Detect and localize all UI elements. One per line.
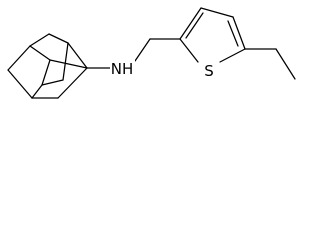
bond bbox=[275, 48, 296, 80]
bond bbox=[49, 59, 88, 69]
adamantyl-group bbox=[7, 33, 88, 99]
sulfur-atom: S bbox=[199, 61, 219, 81]
bond bbox=[57, 67, 88, 99]
bond bbox=[62, 42, 69, 81]
amine-label: NH bbox=[111, 60, 134, 78]
ethyl-group bbox=[244, 48, 296, 80]
bond bbox=[200, 7, 234, 18]
bond bbox=[232, 16, 246, 50]
linker-bonds bbox=[86, 38, 181, 69]
bond bbox=[227, 20, 239, 47]
bond bbox=[185, 12, 204, 39]
bond bbox=[179, 38, 199, 63]
bond bbox=[134, 38, 151, 62]
bond bbox=[179, 7, 202, 40]
bond bbox=[41, 59, 51, 86]
bond bbox=[7, 45, 31, 71]
molecule-structure: NH S bbox=[7, 7, 296, 99]
bond bbox=[219, 48, 246, 63]
bond bbox=[67, 42, 88, 69]
bond bbox=[31, 84, 43, 99]
thiophene-ring bbox=[179, 7, 246, 63]
bond bbox=[29, 45, 51, 61]
amine-atom: NH bbox=[110, 59, 135, 78]
sulfur-label: S bbox=[204, 62, 214, 80]
bond bbox=[29, 33, 50, 47]
bond bbox=[41, 79, 64, 86]
bond bbox=[48, 33, 69, 44]
bond bbox=[7, 69, 33, 99]
